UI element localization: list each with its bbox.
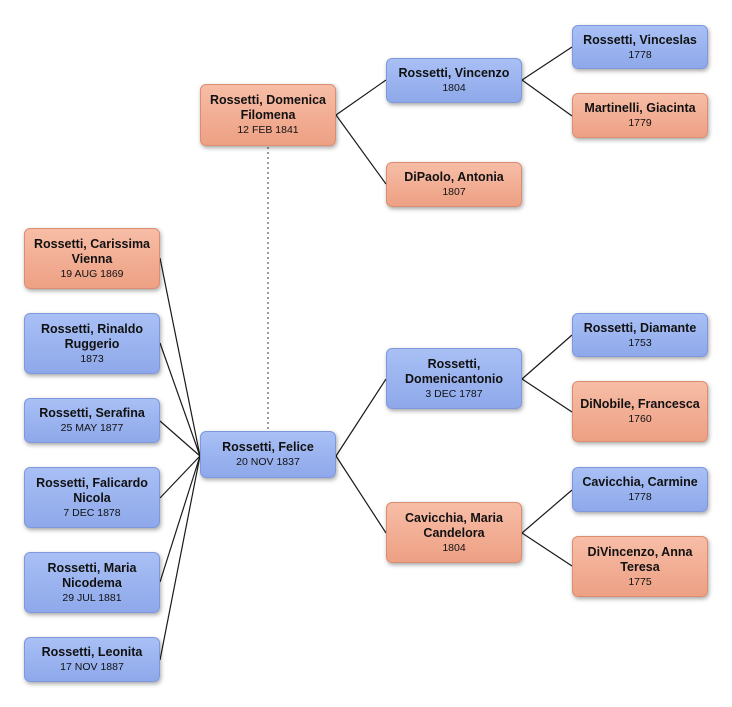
- parent-link-carmine: [521, 489, 573, 534]
- person-date: 1775: [628, 575, 652, 588]
- person-name: Rossetti, Vincenzo: [398, 66, 510, 80]
- person-name: Rossetti, Felice: [222, 440, 314, 454]
- child-node-maria[interactable]: Rossetti, Maria Nicodema 29 JUL 1881: [24, 552, 160, 613]
- parent-link-vinceslas: [521, 46, 573, 81]
- person-node-diamante[interactable]: Rossetti, Diamante 1753: [572, 313, 708, 357]
- parent-link-candelora: [335, 455, 387, 534]
- person-name: Rossetti, Carissima Vienna: [33, 236, 151, 266]
- person-date: 1804: [442, 541, 466, 554]
- child-node-falicardo[interactable]: Rossetti, Falicardo Nicola 7 DEC 1878: [24, 467, 160, 528]
- parent-link-domenicantonio: [335, 378, 387, 457]
- person-date: 1873: [80, 352, 104, 365]
- person-node-francesca[interactable]: DiNobile, Francesca 1760: [572, 381, 708, 442]
- person-date: 25 MAY 1877: [60, 422, 124, 434]
- person-name: Rossetti, Domenicantonio: [405, 356, 503, 386]
- person-date: 1807: [442, 186, 466, 198]
- person-name: Cavicchia, Maria Candelora: [405, 510, 503, 540]
- person-date: 1779: [628, 117, 652, 129]
- person-date: 1753: [628, 336, 652, 349]
- child-link-6: [159, 455, 201, 661]
- person-node-antonia[interactable]: DiPaolo, Antonia 1807: [386, 162, 522, 207]
- parent-link-francesca: [521, 378, 573, 413]
- child-link-2: [159, 342, 201, 457]
- person-name: DiVincenzo, Anna Teresa: [587, 544, 693, 574]
- person-node-felice[interactable]: Rossetti, Felice 20 NOV 1837: [200, 431, 336, 478]
- person-name: Rossetti, Vinceslas: [583, 32, 697, 47]
- person-node-vincenzo[interactable]: Rossetti, Vincenzo 1804: [386, 58, 522, 103]
- parent-link-anna: [521, 532, 573, 567]
- person-date: 3 DEC 1787: [425, 387, 483, 400]
- child-node-serafina[interactable]: Rossetti, Serafina 25 MAY 1877: [24, 398, 160, 443]
- parent-link-vincenzo: [335, 79, 387, 116]
- child-node-rinaldo[interactable]: Rossetti, Rinaldo Ruggerio 1873: [24, 313, 160, 374]
- person-date: 1804: [442, 82, 466, 94]
- person-name: Cavicchia, Carmine: [582, 475, 698, 489]
- child-node-leonita[interactable]: Rossetti, Leonita 17 NOV 1887: [24, 637, 160, 682]
- child-link-4: [159, 455, 201, 499]
- child-link-3: [159, 420, 201, 457]
- person-date: 19 AUG 1869: [60, 267, 124, 280]
- person-name: DiPaolo, Antonia: [404, 170, 504, 184]
- parent-link-antonia: [335, 114, 387, 185]
- person-date: 17 NOV 1887: [60, 661, 124, 673]
- person-name: DiNobile, Francesca: [580, 397, 700, 411]
- person-date: 1778: [628, 48, 652, 61]
- person-node-domenicantonio[interactable]: Rossetti, Domenicantonio 3 DEC 1787: [386, 348, 522, 409]
- person-name: Rossetti, Falicardo Nicola: [36, 475, 148, 505]
- person-name: Rossetti, Diamante: [583, 320, 697, 335]
- person-node-vinceslas[interactable]: Rossetti, Vinceslas 1778: [572, 25, 708, 69]
- person-date: 1778: [628, 491, 652, 503]
- person-name: Martinelli, Giacinta: [584, 101, 696, 115]
- person-node-domenica[interactable]: Rossetti, Domenica Filomena 12 FEB 1841: [200, 84, 336, 146]
- person-date: 1760: [628, 413, 652, 425]
- child-node-carissima[interactable]: Rossetti, Carissima Vienna 19 AUG 1869: [24, 228, 160, 289]
- parent-link-diamante: [521, 334, 573, 380]
- person-date: 20 NOV 1837: [236, 456, 300, 468]
- person-date: 29 JUL 1881: [62, 591, 122, 604]
- person-name: Rossetti, Domenica Filomena: [209, 93, 326, 122]
- person-node-anna[interactable]: DiVincenzo, Anna Teresa 1775: [572, 536, 708, 597]
- child-link-5: [159, 455, 201, 583]
- person-name: Rossetti, Rinaldo Ruggerio: [40, 321, 144, 351]
- person-name: Rossetti, Maria Nicodema: [47, 560, 137, 590]
- person-name: Rossetti, Serafina: [39, 406, 145, 420]
- person-date: 7 DEC 1878: [63, 506, 121, 519]
- person-date: 12 FEB 1841: [237, 124, 299, 136]
- person-node-carmine[interactable]: Cavicchia, Carmine 1778: [572, 467, 708, 512]
- person-node-candelora[interactable]: Cavicchia, Maria Candelora 1804: [386, 502, 522, 563]
- parent-link-giacinta: [521, 79, 573, 117]
- child-link-1: [159, 257, 201, 457]
- person-name: Rossetti, Leonita: [41, 645, 143, 659]
- person-node-giacinta[interactable]: Martinelli, Giacinta 1779: [572, 93, 708, 138]
